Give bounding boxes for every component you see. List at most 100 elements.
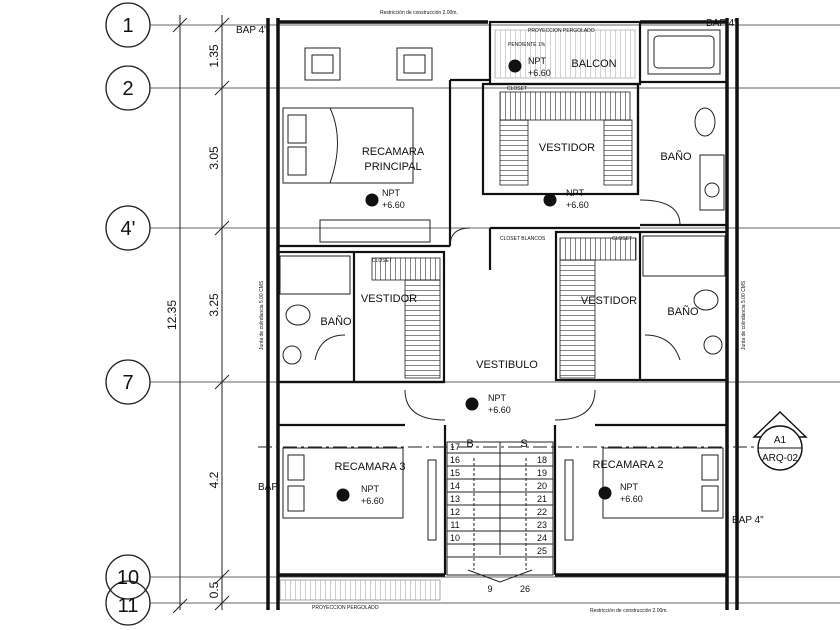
room-bano-right: BAÑO <box>667 305 699 318</box>
stair-step-17: 17 <box>450 442 460 452</box>
room-recamara-2: RECAMARA 2 <box>593 459 664 471</box>
door-swing-recamara-2 <box>554 389 596 421</box>
door-swing-vestibulo <box>449 227 471 247</box>
dim-4: 4.2 <box>207 471 221 488</box>
room-vestidor-left: VESTIDOR <box>361 293 417 305</box>
axis-label-4p: 4' <box>121 218 136 240</box>
sink-right <box>703 335 723 355</box>
door-swing-bath-top <box>639 199 681 226</box>
bap-label-top-right: BAP 4" <box>706 18 738 29</box>
room-vestidor-top: VESTIDOR <box>539 142 595 154</box>
sink-left <box>282 345 302 365</box>
dim-5: 0.5 <box>207 581 221 598</box>
master-bed <box>282 107 414 184</box>
proyeccion-bottom: PROYECCION PERGOLADO <box>312 605 379 611</box>
pendiente-label: PENDIENTE 1% <box>508 42 546 48</box>
npt-value-balcon: +6.60 <box>528 68 551 78</box>
npt-label-master: NPT <box>382 188 401 198</box>
stair-step-11: 11 <box>450 520 459 530</box>
npt-value-vestidor: +6.60 <box>566 200 589 210</box>
furniture-fixtures <box>279 29 726 601</box>
master-bed-pillow-1 <box>287 114 307 144</box>
stair-step-21: 21 <box>537 494 547 504</box>
stair-step-22: 22 <box>537 507 547 517</box>
room-bano-left: BAÑO <box>320 315 352 328</box>
stair-step-20: 20 <box>537 481 547 491</box>
armchair-right-seat <box>403 54 426 74</box>
dim-1: 1.35 <box>207 44 221 68</box>
master-bed-pillow-2 <box>287 146 307 176</box>
section-id: A1 <box>774 435 787 446</box>
staircase <box>446 441 554 583</box>
level-symbol-master <box>365 193 379 207</box>
npt-label-balcon: NPT <box>528 56 547 66</box>
closet-hatching <box>371 29 637 379</box>
axis-label-10: 10 <box>117 567 139 589</box>
bed-recamara-2 <box>602 447 724 519</box>
armchair-right <box>396 47 433 81</box>
level-symbol-recamara-3 <box>336 488 350 502</box>
pergola-bottom <box>279 579 441 601</box>
room-bano-top: BAÑO <box>660 150 692 163</box>
stair-step-19: 19 <box>537 468 547 478</box>
level-symbol-vestibulo <box>465 397 479 411</box>
axis-label-1: 1 <box>122 15 133 37</box>
dim-total: 12.35 <box>165 300 179 330</box>
axis-label-2: 2 <box>122 78 133 100</box>
axis-label-11: 11 <box>118 595 139 617</box>
level-symbol-vestidor <box>543 193 557 207</box>
armchair-left <box>304 47 341 81</box>
sink-top <box>704 182 720 198</box>
stair-step-10: 10 <box>450 533 460 543</box>
stair-step-15: 15 <box>450 468 460 478</box>
junta-label-left: Junta de colindancia 5.00 CMS <box>259 280 265 350</box>
bed-2-pillow-1 <box>701 454 719 481</box>
restriccion-bottom: Restricción de construcción 2.00m. <box>590 608 668 614</box>
room-vestidor-right: VESTIDOR <box>581 295 637 307</box>
stair-step-24: 24 <box>537 533 547 543</box>
stair-step-16: 16 <box>450 455 460 465</box>
bap-label-left: BAP <box>258 482 278 493</box>
npt-label-recamara-3: NPT <box>361 484 380 494</box>
stair-step-12: 12 <box>450 507 460 517</box>
level-symbol-recamara-2 <box>598 486 612 500</box>
stair-step-26: 26 <box>520 584 530 594</box>
toilet-right <box>693 289 719 311</box>
npt-label-vestidor: NPT <box>566 188 585 198</box>
door-swing-recamara-3 <box>404 389 446 421</box>
proyeccion-top: PROYECCION PERGOLADO <box>528 28 595 34</box>
bap-label-right: BAP 4" <box>732 515 764 526</box>
junta-label-right: Junta de colindancia 5.00 CMS <box>741 280 747 350</box>
axis-label-7: 7 <box>122 372 133 394</box>
room-recamara-3: RECAMARA 3 <box>335 461 406 473</box>
bed-2-pillow-2 <box>701 485 719 512</box>
level-symbol-balcon <box>508 59 522 73</box>
closet-blancos-label: CLOSET BLANCOS <box>500 236 546 242</box>
dim-2: 3.05 <box>207 146 221 170</box>
master-dresser <box>319 219 431 243</box>
room-recamara-principal-line1: RECAMARA <box>362 146 425 158</box>
stair-label-s: S <box>520 438 527 450</box>
closet-label-mid: CLOSET <box>612 236 632 242</box>
bed-3-pillow-1 <box>287 454 305 481</box>
shower-left <box>279 255 351 295</box>
desk-recamara-2 <box>564 459 574 541</box>
section-marker: A1 ARQ-02 <box>258 411 808 471</box>
npt-value-vestibulo: +6.60 <box>488 405 511 415</box>
stair-step-9: 9 <box>487 584 492 594</box>
stair-step-13: 13 <box>450 494 460 504</box>
npt-label-recamara-2: NPT <box>620 482 639 492</box>
bap-label-top-left: BAP 4" <box>236 25 268 36</box>
bathtub-top-inner <box>653 35 715 69</box>
npt-value-recamara-3: +6.60 <box>361 496 384 506</box>
stair-step-18: 18 <box>537 455 547 465</box>
door-swing-bath-right <box>644 334 681 361</box>
room-vestibulo: VESTIBULO <box>476 359 538 371</box>
stair-step-25: 25 <box>537 546 547 556</box>
shower-right <box>642 235 726 277</box>
dimension-lines <box>172 15 230 614</box>
room-balcon: BALCON <box>571 58 616 70</box>
toilet-left <box>285 304 311 326</box>
toilet-top <box>694 107 716 137</box>
interior-walls <box>276 20 729 575</box>
